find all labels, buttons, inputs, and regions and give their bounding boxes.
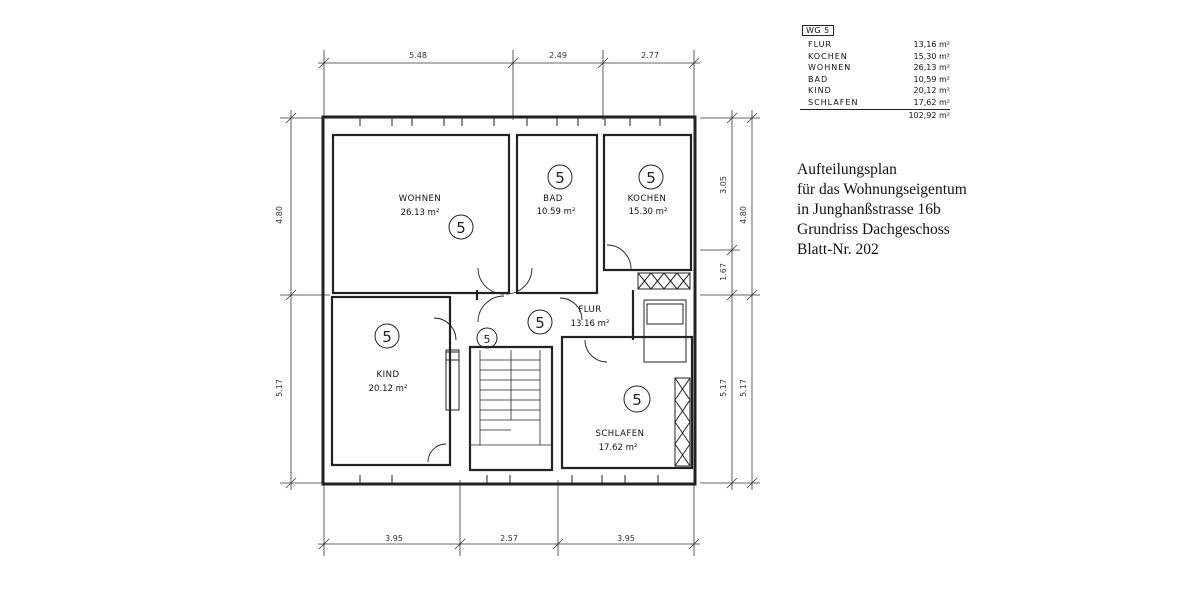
dimension-lines [280, 50, 760, 556]
title-line: Grundriss Dachgeschoss [797, 221, 950, 238]
room-area-schlafen: 17.62 m² [599, 443, 638, 453]
title-block: Aufteilungsplan für das Wohnungseigentum… [797, 160, 1057, 260]
room-area-kochen: 15.30 m² [629, 207, 668, 217]
row-name: FLUR [808, 40, 833, 49]
table-row: BAD 10,59 m² [800, 74, 950, 86]
table-row: KOCHEN 15,30 m² [800, 51, 950, 63]
dim-right-inner-3: 5.17 [719, 379, 728, 397]
title-line: Blatt-Nr. 202 [797, 241, 879, 258]
dim-left-2: 5.17 [275, 379, 284, 397]
dim-right-inner-2: 1.67 [719, 263, 728, 281]
title-line: in Junghanßstrasse 16b [797, 201, 941, 218]
row-area: 17,62 m² [913, 97, 950, 107]
unit-label: WG 5 [802, 25, 834, 36]
row-name: SCHLAFEN [808, 97, 859, 107]
row-area: 20,12 m² [913, 86, 950, 95]
unit-mark-schlafen: 5 [632, 391, 642, 409]
unit-mark-stair: 5 [484, 333, 491, 346]
unit-mark-flur: 5 [535, 314, 545, 332]
unit-mark-kind: 5 [382, 328, 392, 346]
row-name: WOHNEN [808, 63, 852, 72]
dim-right-inner-1: 3.05 [719, 176, 728, 194]
unit-mark-wohnen: 5 [456, 219, 466, 237]
dim-right-outer-1: 4.80 [739, 206, 748, 224]
table-row: FLUR 13,16 m² [800, 39, 950, 51]
room-name-bad: BAD [543, 194, 563, 204]
room-name-wohnen: WOHNEN [399, 194, 442, 204]
room-name-kind: KIND [377, 370, 400, 380]
row-area: 26,13 m² [913, 63, 950, 72]
room-name-kochen: KOCHEN [628, 194, 667, 204]
row-name: KIND [808, 86, 832, 95]
room-area-kind: 20.12 m² [369, 384, 408, 394]
room-name-schlafen: SCHLAFEN [595, 429, 644, 439]
dim-bottom-2: 2.57 [500, 534, 518, 543]
table-row: KIND 20,12 m² [800, 85, 950, 97]
title-line: für das Wohnungseigentum [797, 181, 967, 198]
title-line: Aufteilungsplan [797, 161, 897, 178]
dim-top-1: 5.48 [409, 51, 427, 60]
table-row: WOHNEN 26,13 m² [800, 62, 950, 74]
room-area-wohnen: 26.13 m² [401, 208, 440, 218]
dim-bottom-1: 3.95 [385, 534, 403, 543]
row-area: 10,59 m² [913, 74, 950, 84]
table-total-row: 102,92 m² [800, 109, 950, 122]
dim-top-2: 2.49 [549, 51, 567, 60]
room-area-flur: 13.16 m² [571, 319, 610, 329]
dim-left-1: 4.80 [275, 206, 284, 224]
unit-mark-kochen: 5 [646, 169, 656, 187]
table-row: SCHLAFEN 17,62 m² [800, 97, 950, 109]
dim-top-3: 2.77 [641, 51, 659, 60]
row-area: 13,16 m² [913, 40, 950, 49]
walls [321, 115, 697, 486]
unit-mark-bad: 5 [555, 169, 565, 187]
area-table: WG 5 FLUR 13,16 m² KOCHEN 15,30 m² WOHNEN 2… [800, 25, 950, 122]
row-name: KOCHEN [808, 51, 848, 61]
dim-right-outer-2: 5.17 [739, 379, 748, 397]
total-area: 102,92 m² [908, 111, 950, 120]
dim-bottom-3: 3.95 [617, 534, 635, 543]
unit-marks [374, 164, 664, 413]
row-area: 15,30 m² [913, 51, 950, 61]
room-area-bad: 10.59 m² [537, 207, 576, 217]
row-name: BAD [808, 74, 829, 84]
room-name-flur: FLUR [578, 305, 601, 315]
